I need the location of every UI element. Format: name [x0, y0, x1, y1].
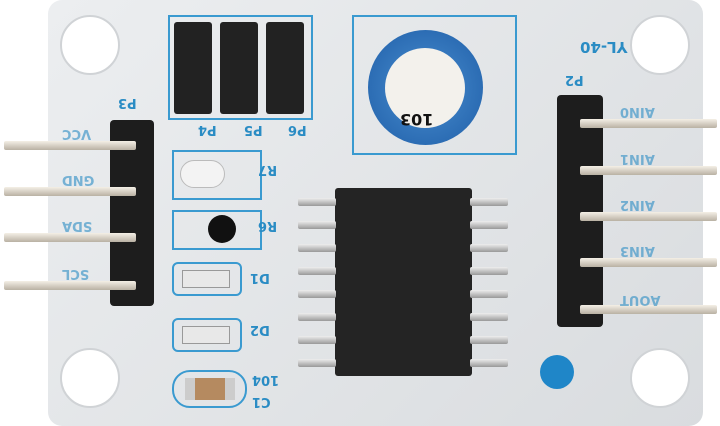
capacitor-c1 [185, 378, 235, 400]
chip-leg [470, 221, 508, 229]
r7-outline [172, 150, 262, 200]
ldr-sensor [180, 160, 225, 188]
d1-outline [172, 262, 242, 296]
chip-leg [470, 359, 508, 367]
c1-label: C1 [252, 394, 271, 409]
pin-label-aout: AOUT [620, 292, 661, 307]
pcf8591-chip [335, 188, 472, 376]
pin-ain0[interactable] [580, 119, 717, 128]
jumper-p6[interactable] [266, 22, 304, 114]
chip-leg [470, 336, 508, 344]
pot-value: 103 [400, 110, 434, 129]
d2-label: D2 [250, 322, 270, 337]
led-d1 [182, 270, 230, 288]
mounting-hole [60, 15, 120, 75]
chip-leg [470, 313, 508, 321]
led-d2 [182, 326, 230, 344]
chip-leg [298, 313, 336, 321]
pin-scl[interactable] [4, 281, 136, 290]
chip-leg [470, 267, 508, 275]
chip-leg [298, 290, 336, 298]
pin-ain3[interactable] [580, 258, 717, 267]
r7-label: R7 [258, 162, 278, 177]
chip-leg [470, 290, 508, 298]
pin-sda[interactable] [4, 233, 136, 242]
pot-knob[interactable] [385, 48, 465, 128]
chip-leg [298, 198, 336, 206]
thermistor [208, 215, 236, 243]
chip-leg [470, 244, 508, 252]
c1-outline [172, 370, 247, 408]
p3-label: P3 [118, 95, 137, 110]
logo-icon [540, 355, 574, 389]
chip-leg [470, 198, 508, 206]
pot-outline [352, 15, 517, 155]
mounting-hole [60, 348, 120, 408]
chip-leg [298, 221, 336, 229]
jumper-outline [168, 15, 313, 120]
mounting-hole [630, 15, 690, 75]
d2-outline [172, 318, 242, 352]
r6-outline [172, 210, 262, 250]
p2-label: P2 [565, 72, 584, 87]
jumper-p5[interactable] [220, 22, 258, 114]
chip-leg [298, 359, 336, 367]
chip-leg [298, 267, 336, 275]
chip-leg [298, 336, 336, 344]
d1-label: D1 [250, 270, 270, 285]
pin-label-ain1: AIN1 [620, 151, 655, 166]
pin-label-ain2: AIN2 [620, 197, 655, 212]
c1-value: 104 [252, 372, 280, 387]
p6-label: P6 [288, 122, 307, 137]
pin-gnd[interactable] [4, 187, 136, 196]
pin-label-scl: SCL [62, 266, 90, 281]
model-label: YL-40 [580, 38, 628, 56]
pin-vcc[interactable] [4, 141, 136, 150]
jumper-p4[interactable] [174, 22, 212, 114]
pin-label-gnd: GND [62, 172, 95, 187]
header-p2 [557, 95, 603, 327]
pin-label-ain3: AIN3 [620, 243, 655, 258]
pin-aout[interactable] [580, 305, 717, 314]
r6-label: R6 [258, 218, 278, 233]
p5-label: P5 [244, 122, 263, 137]
pin-ain1[interactable] [580, 166, 717, 175]
pin-label-ain0: AIN0 [620, 104, 655, 119]
pin-ain2[interactable] [580, 212, 717, 221]
mounting-hole [630, 348, 690, 408]
pin-label-vcc: VCC [62, 126, 92, 141]
header-p3 [110, 120, 154, 306]
pin-label-sda: SDA [62, 218, 93, 233]
p4-label: P4 [198, 122, 217, 137]
chip-leg [298, 244, 336, 252]
